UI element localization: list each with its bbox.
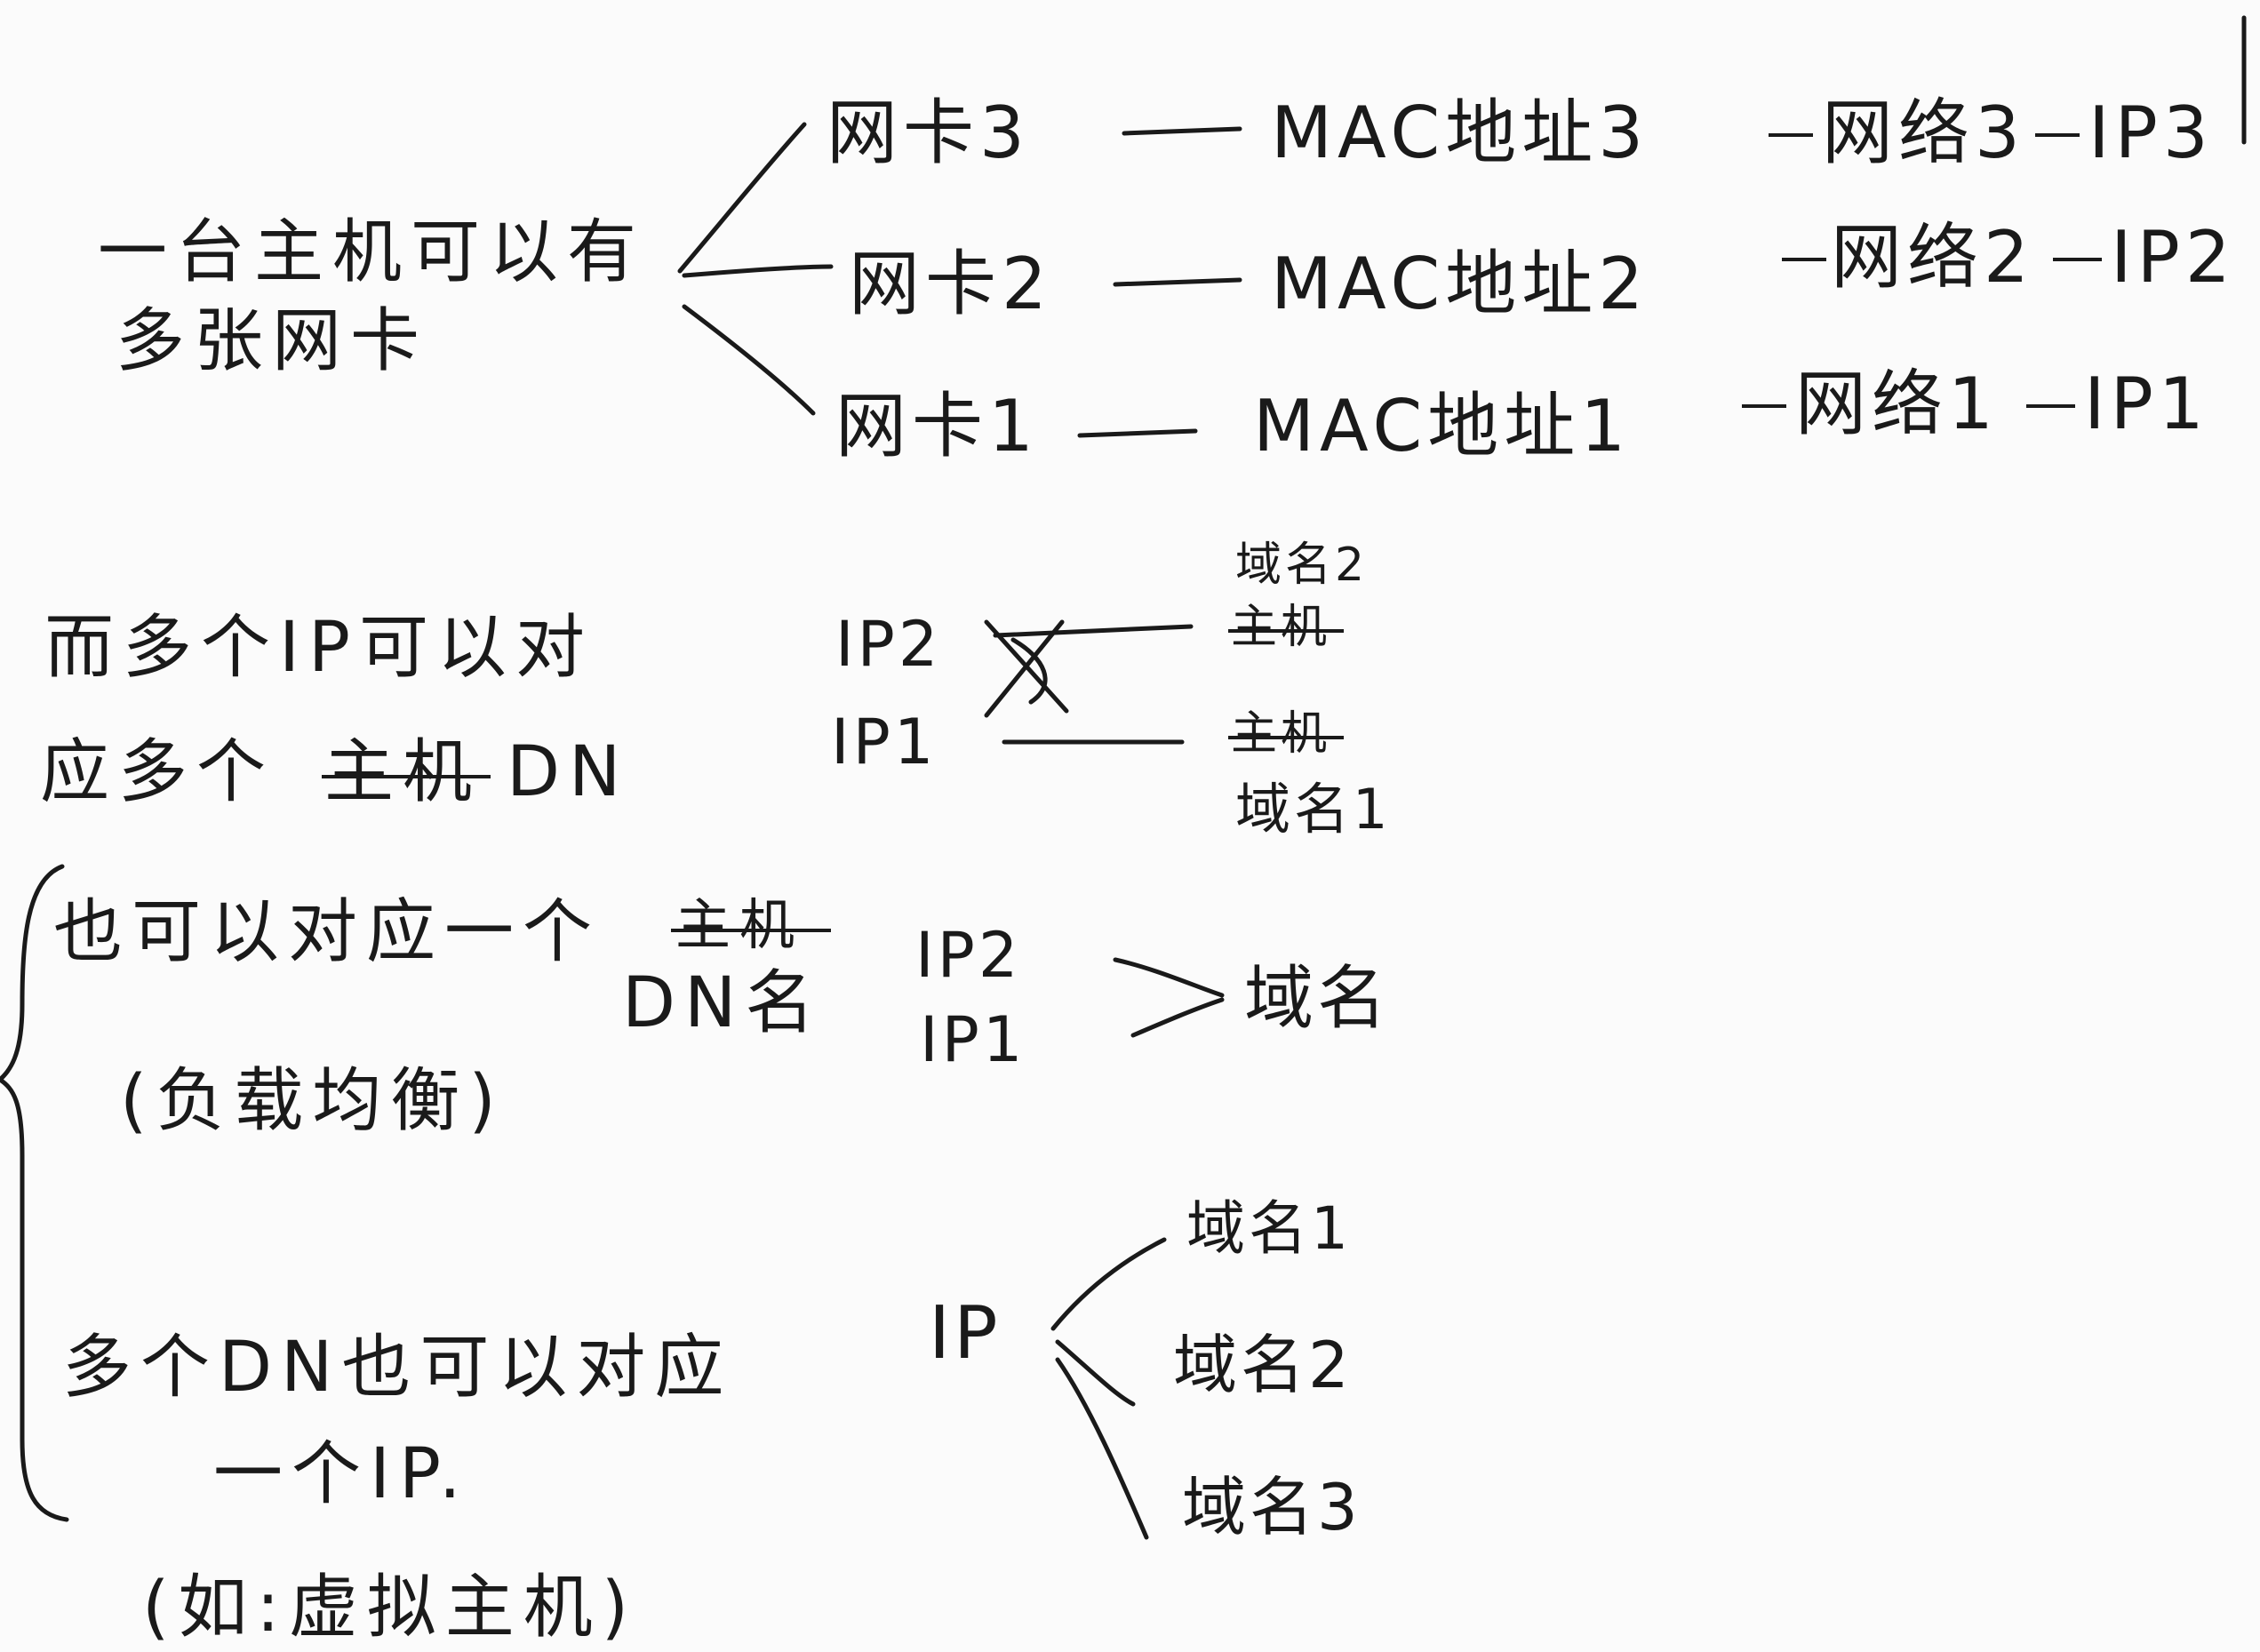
- many-ip-line2-struck: 主机: [324, 732, 482, 812]
- net1-label: 网络1: [1795, 363, 1999, 445]
- fan-line-to-nic1: [682, 304, 816, 416]
- domain1-s2: 域名1: [1235, 777, 1392, 842]
- dash-mac3-net3: [1769, 133, 1813, 137]
- nic1-label: 网卡1: [835, 385, 1039, 467]
- one-dn-line1-a: 也可以对应一个: [53, 892, 602, 972]
- dash-nic2-mac2: [1113, 277, 1242, 287]
- strike-host-section3: [671, 929, 831, 932]
- ip2-node-s2: IP2: [835, 608, 942, 681]
- converge-line-bottom: [1130, 997, 1225, 1038]
- struck-host-b: 主机: [1231, 707, 1331, 761]
- host-text-line2: 多张网卡: [116, 301, 429, 381]
- many-ip-line1: 而多个IP可以对: [44, 608, 595, 688]
- fan-ip-domain3: [1055, 1357, 1149, 1540]
- fan-line-to-nic3: [677, 122, 807, 274]
- many-ip-line2-a: 应多个: [40, 732, 276, 812]
- fan-ip-domain1: [1050, 1237, 1167, 1331]
- link-ip2-domain2: [993, 624, 1194, 638]
- host-text-line1: 一台主机可以有: [98, 212, 646, 292]
- many-dn-line2: 一个IP.: [213, 1434, 470, 1514]
- dash-net1-ip1: [2026, 404, 2075, 408]
- mac3-label: MAC地址3: [1271, 92, 1649, 174]
- scribble-x: [984, 619, 1069, 718]
- net2-label: 网络2: [1831, 216, 2034, 299]
- domain1-s4: 域名1: [1186, 1194, 1352, 1263]
- many-ip-line2-b: DN: [507, 732, 630, 812]
- ip1-node-s2: IP1: [831, 706, 938, 778]
- net3-label: 网络3: [1822, 92, 2025, 174]
- fan-line-to-nic2: [682, 264, 834, 278]
- dash-mac1-net1: [1742, 404, 1786, 408]
- domain2-s2: 域名2: [1235, 539, 1369, 592]
- load-balance-note: (负载均衡): [120, 1061, 505, 1141]
- dash-net2-ip2: [2053, 258, 2102, 261]
- dash-nic1-mac1: [1077, 428, 1198, 438]
- dash-nic3-mac3: [1122, 126, 1242, 136]
- left-brace: [0, 864, 69, 1522]
- nic2-label: 网卡2: [849, 243, 1052, 325]
- one-dn-line1-struck: 主机: [675, 892, 804, 957]
- mac2-label: MAC地址2: [1271, 243, 1649, 325]
- dash-net3-ip3: [2035, 133, 2080, 137]
- many-dn-line1: 多个DN也可以对应: [62, 1328, 733, 1408]
- ip1-label: IP1: [2084, 363, 2209, 445]
- converge-line-top: [1113, 957, 1225, 998]
- strike-host-b: [1228, 736, 1344, 739]
- one-dn-line2: DN名: [622, 963, 824, 1043]
- nic3-label: 网卡3: [827, 92, 1030, 174]
- strike-host-section2: [322, 775, 491, 778]
- domain-s3: 域名: [1244, 959, 1391, 1039]
- ip-node-s4: IP: [929, 1291, 1002, 1376]
- domain2-s4: 域名2: [1173, 1328, 1353, 1402]
- ip3-label: IP3: [2088, 92, 2214, 174]
- ip2-label: IP2: [2111, 216, 2236, 299]
- domain3-s4: 域名3: [1182, 1470, 1362, 1544]
- strike-host-a: [1228, 629, 1344, 633]
- fan-ip-domain2: [1055, 1339, 1136, 1407]
- ip2-node-s3: IP2: [915, 919, 1022, 992]
- ip1-node-s3: IP1: [920, 1003, 1026, 1076]
- mac1-label: MAC地址1: [1253, 385, 1632, 467]
- struck-host-a: 主机: [1231, 601, 1331, 654]
- virtual-host-note: (如:虚拟主机): [142, 1568, 638, 1648]
- dash-mac2-net2: [1782, 258, 1826, 261]
